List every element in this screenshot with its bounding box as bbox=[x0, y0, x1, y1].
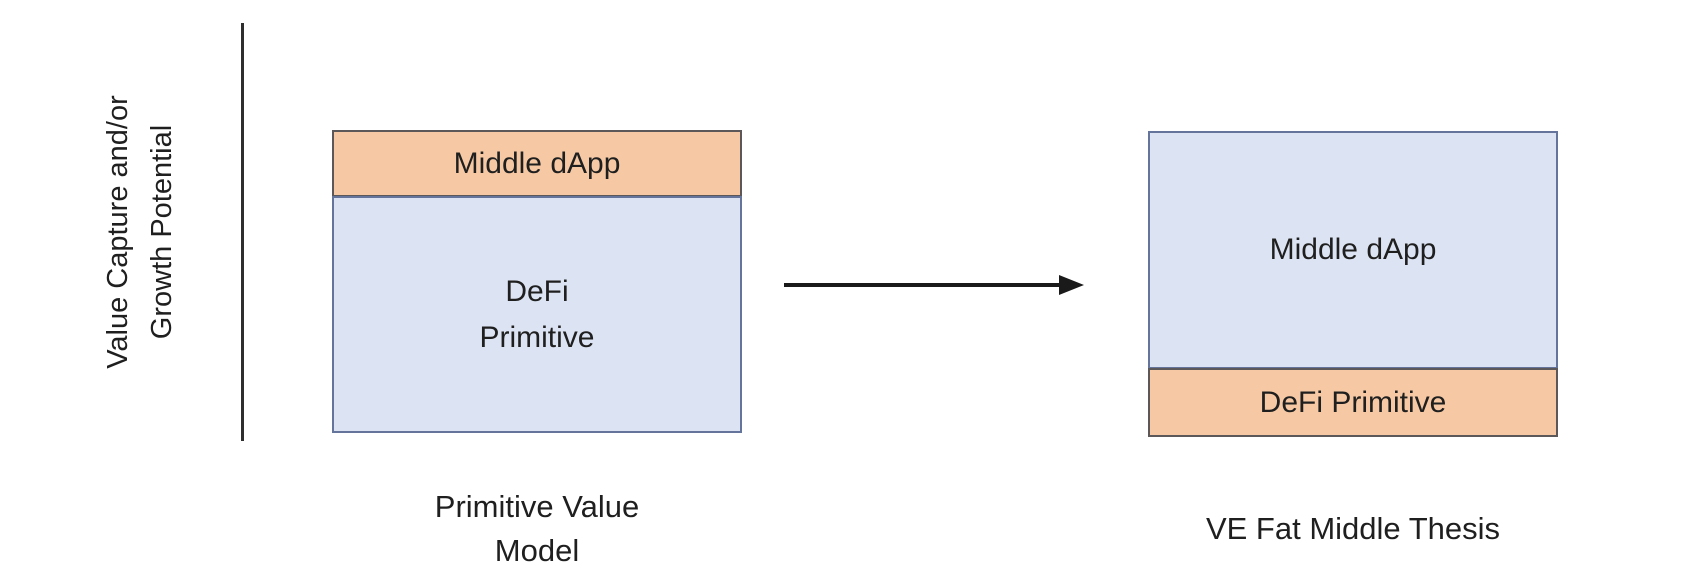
left-stack-defi-primitive-label-line1: DeFi bbox=[505, 274, 569, 308]
left-stack-caption-line2: Model bbox=[494, 533, 580, 568]
value-axis-label: Value Capture and/or Growth Potential bbox=[96, 95, 184, 369]
left-stack-defi-primitive-box: DeFi Primitive bbox=[332, 196, 742, 433]
value-axis-line bbox=[241, 23, 244, 441]
value-axis-label-line2: Growth Potential bbox=[146, 124, 178, 340]
right-stack-middle-dapp-label: Middle dApp bbox=[1269, 233, 1437, 266]
left-stack-defi-primitive-label-line2: Primitive bbox=[479, 320, 595, 354]
right-arrow-icon bbox=[784, 275, 1084, 295]
left-stack-caption-line1: Primitive Value bbox=[434, 489, 640, 524]
right-stack-defi-primitive-label: DeFi Primitive bbox=[1259, 385, 1447, 419]
value-axis-label-line1: Value Capture and/or bbox=[102, 95, 134, 369]
right-stack-middle-dapp-box: Middle dApp bbox=[1148, 131, 1558, 369]
left-stack-middle-dapp-box: Middle dApp bbox=[332, 130, 742, 197]
left-stack-middle-dapp-label: Middle dApp bbox=[453, 146, 621, 180]
right-stack-caption: VE Fat Middle Thesis bbox=[1205, 511, 1501, 546]
left-stack-defi-primitive-label: DeFi Primitive bbox=[479, 269, 594, 361]
right-stack-defi-primitive-box: DeFi Primitive bbox=[1148, 368, 1558, 437]
left-stack-caption: Primitive Value Model bbox=[332, 485, 742, 572]
